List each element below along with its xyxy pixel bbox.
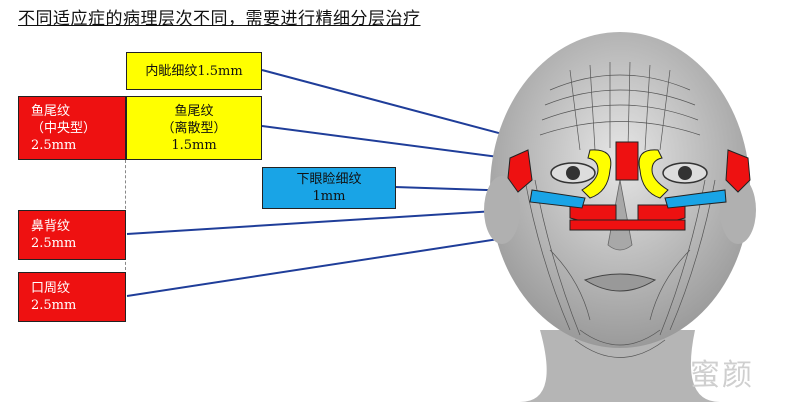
red-marker-right-crows [725, 149, 751, 193]
box-crows-central: 鱼尾纹 （中央型） 2.5mm [18, 96, 126, 160]
blue-marker-right [664, 189, 727, 209]
blue-marker-left [529, 189, 586, 209]
box-inner-canthus: 内眦细纹1.5mm [126, 52, 262, 90]
box-crows-central-line1: 鱼尾纹 [31, 103, 71, 119]
box-nasal-dorsum: 鼻背纹 2.5mm [18, 210, 126, 260]
box-crows-scattered-line2: （离散型） [161, 120, 227, 136]
page-title: 不同适应症的病理层次不同，需要进行精细分层治疗 [18, 9, 421, 29]
box-perioral: 口周纹 2.5mm [18, 272, 126, 322]
right-ear [720, 176, 756, 244]
red-marker-perioral [569, 219, 686, 231]
left-ear [484, 176, 520, 244]
yellow-marker-right [638, 149, 669, 199]
face-illustration [484, 32, 756, 402]
red-marker-nasal-top [615, 141, 639, 181]
mouth-shape [583, 273, 657, 292]
neck-shape [520, 330, 720, 402]
box-crows-central-line3: 2.5mm [31, 137, 77, 153]
box-lower-eyelid-line1: 下眼睑细纹 [296, 172, 362, 187]
red-marker-left-crows [507, 149, 533, 193]
watermark: 蜜颜 [690, 358, 754, 393]
box-inner-canthus-text: 内眦细纹1.5mm [145, 63, 243, 79]
box-crows-scattered: 鱼尾纹 （离散型） 1.5mm [126, 96, 262, 160]
yellow-marker-left [581, 149, 612, 199]
nose-shape [607, 179, 633, 251]
box-nasal-dorsum-line1: 鼻背纹 [31, 219, 71, 234]
box-crows-central-line2: （中央型） [31, 120, 97, 136]
box-perioral-line2: 2.5mm [31, 298, 77, 313]
box-lower-eyelid: 下眼睑细纹 1mm [262, 167, 396, 209]
box-nasal-dorsum-line2: 2.5mm [31, 236, 77, 251]
box-crows-scattered-line1: 鱼尾纹 [174, 103, 214, 119]
box-crows-scattered-line3: 1.5mm [171, 137, 217, 153]
box-perioral-line1: 口周纹 [31, 281, 71, 296]
box-lower-eyelid-line2: 1mm [312, 189, 346, 204]
right-iris [678, 166, 692, 180]
left-iris [566, 166, 580, 180]
muscle-lines [524, 61, 716, 358]
